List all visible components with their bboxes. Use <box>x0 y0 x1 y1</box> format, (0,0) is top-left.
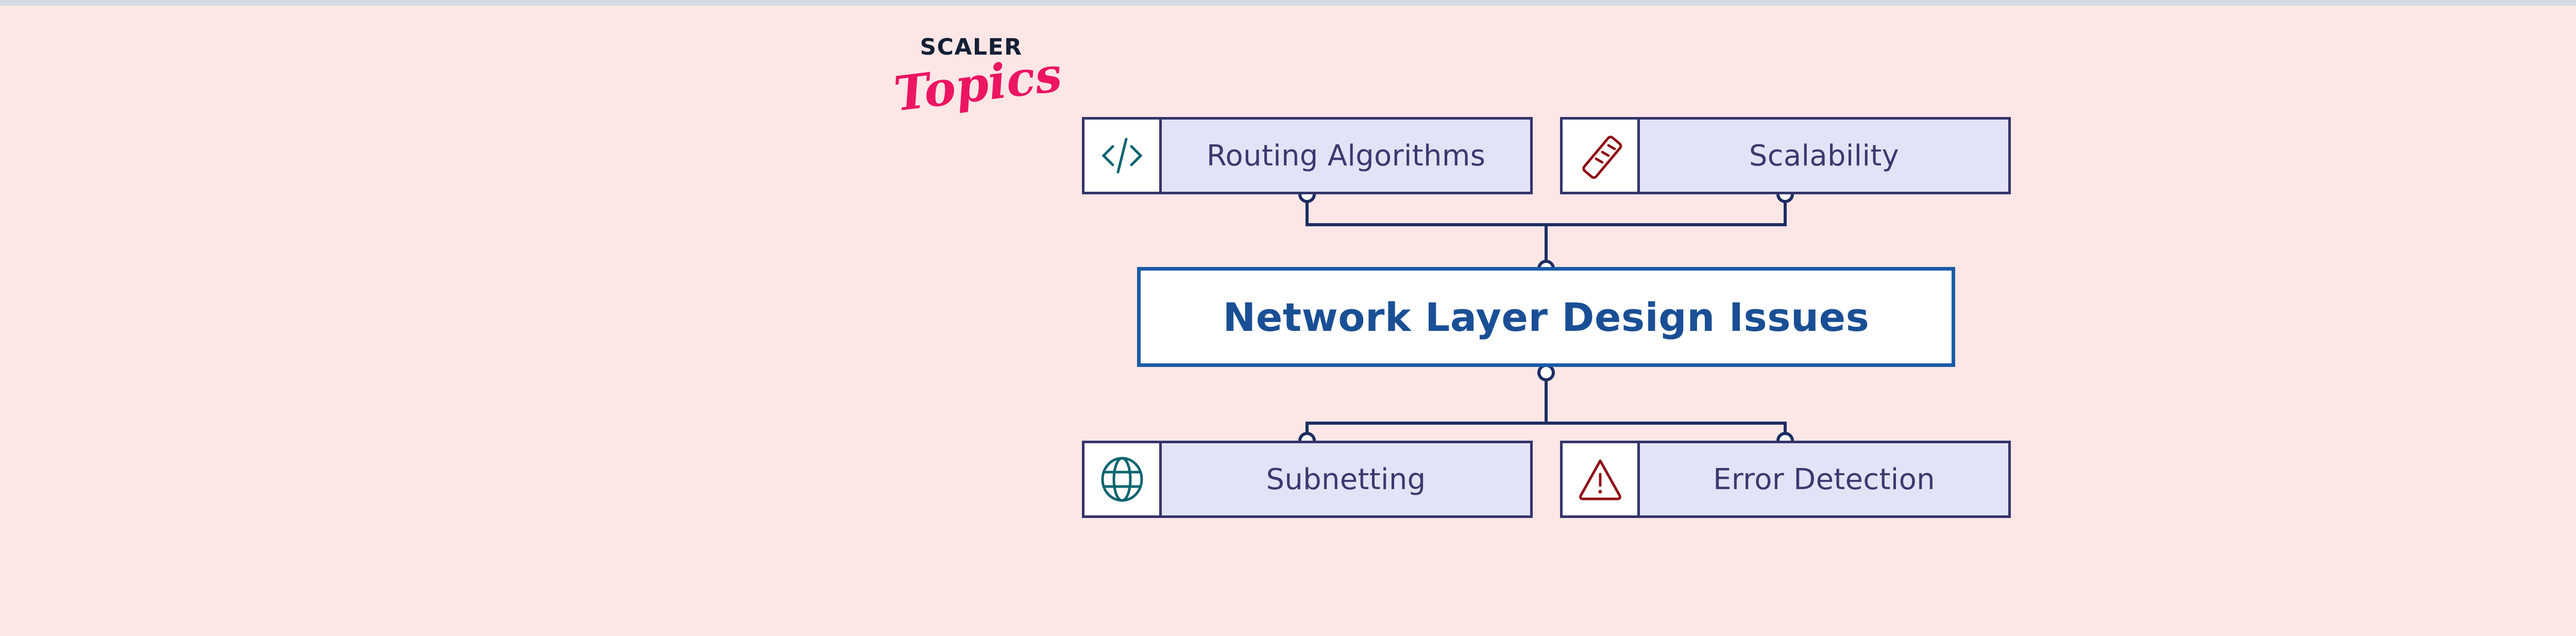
node-scalability[interactable]: Scalability <box>1560 117 2011 194</box>
connector-scalability-drop <box>1784 194 1787 226</box>
connector-routing-drop <box>1306 194 1309 226</box>
top-edge-strip <box>0 0 2576 6</box>
center-topic-box[interactable]: Network Layer Design Issues <box>1137 267 1955 367</box>
node-routing-algorithms[interactable]: Routing Algorithms <box>1082 117 1533 194</box>
connector-bottom-stem <box>1545 367 1548 424</box>
globe-icon <box>1084 443 1162 515</box>
node-label-subnetting: Subnetting <box>1266 462 1426 496</box>
code-brackets-icon <box>1084 120 1162 192</box>
node-label-routing-algorithms: Routing Algorithms <box>1206 139 1486 173</box>
warning-triangle-icon <box>1563 443 1640 515</box>
node-error-detection[interactable]: Error Detection <box>1560 441 2011 518</box>
node-label-error-detection: Error Detection <box>1713 462 1935 496</box>
connector-bottom-bus <box>1306 422 1787 425</box>
node-label-scalability: Scalability <box>1749 139 1900 173</box>
connector-top-stem <box>1545 223 1548 270</box>
node-subnetting[interactable]: Subnetting <box>1082 441 1533 518</box>
logo-scaler-text: SCALER <box>920 34 1023 60</box>
ruler-icon <box>1563 120 1640 192</box>
scaler-topics-logo: SCALER Topics <box>891 34 1064 144</box>
center-topic-title: Network Layer Design Issues <box>1223 294 1870 340</box>
